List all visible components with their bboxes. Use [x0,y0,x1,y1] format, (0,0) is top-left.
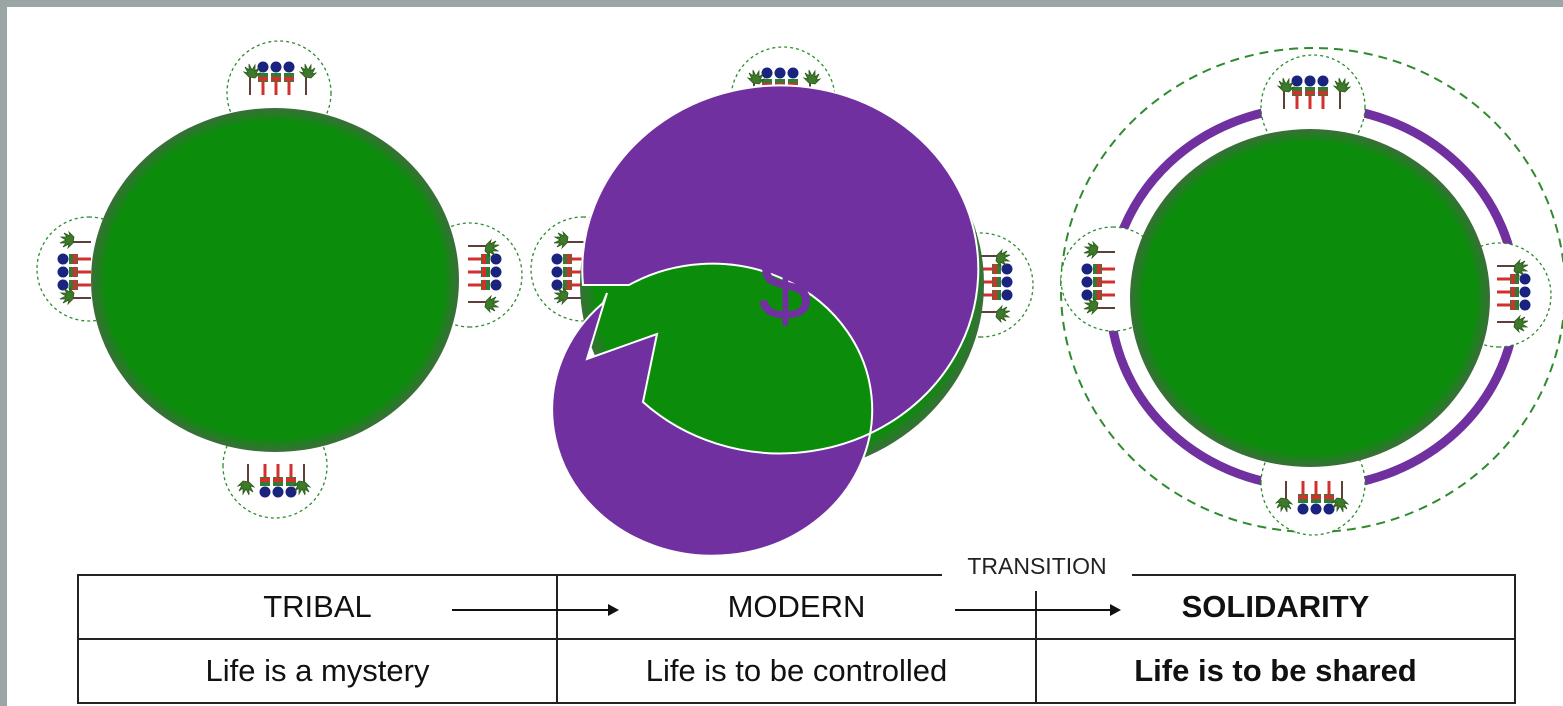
stage-name-tribal: TRIBAL [77,574,558,640]
planet-tribal [91,108,459,452]
transition-label: TRANSITION [942,541,1132,591]
modern-diagram: $ [529,45,1035,557]
stage-desc-tribal: Life is a mystery [77,638,558,704]
solidarity-diagram [1059,47,1563,537]
tribal-diagram [35,39,524,520]
stage-names-row: TRIBAL MODERN SOLIDARITY [77,574,1516,640]
stage-descriptions-row: Life is a mystery Life is to be controll… [77,638,1516,704]
arrow-modern-to-solidarity [955,604,1121,616]
dollar-icon: $ [758,233,811,340]
stages-table: TRIBAL MODERN SOLIDARITY Life is a myste… [77,574,1516,704]
money-cycle-arrow-icon [551,84,980,557]
worldview-diagram: $ [35,39,1563,557]
stage-desc-modern: Life is to be controlled [556,638,1037,704]
stage-desc-solidarity: Life is to be shared [1035,638,1516,704]
planet-solidarity [1130,129,1490,467]
stage-name-solidarity: SOLIDARITY [1035,574,1516,640]
arrow-tribal-to-modern [452,604,619,616]
solidarity-boundary [1060,47,1563,533]
